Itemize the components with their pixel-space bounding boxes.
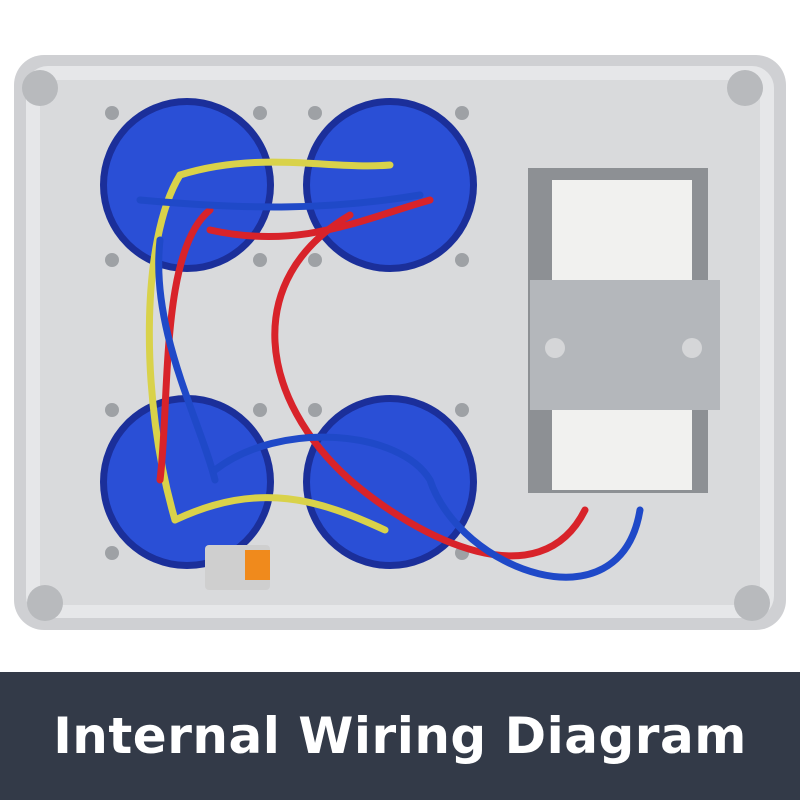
corner-screws	[22, 70, 770, 621]
lever-connector	[205, 545, 270, 590]
wires	[136, 158, 644, 581]
sockets	[100, 98, 477, 569]
enclosure-photo	[14, 55, 786, 630]
caption-title: Internal Wiring Diagram	[53, 707, 747, 765]
caption-bar: Internal Wiring Diagram	[0, 672, 800, 800]
circuit-breaker	[528, 168, 720, 493]
